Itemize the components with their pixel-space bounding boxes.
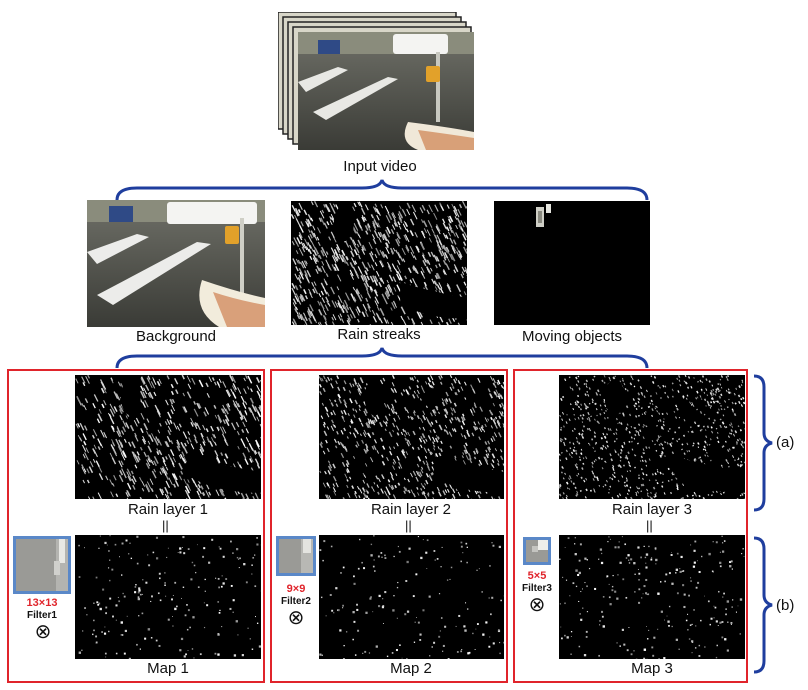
- equals-1: ||: [162, 518, 169, 533]
- input-video-label: Input video: [343, 158, 417, 175]
- map-3-label: Map 3: [631, 660, 673, 677]
- filter-2-size: 9×9: [286, 583, 306, 595]
- rain-layer-3-image: [559, 375, 745, 499]
- filter-3-name: Filter3: [521, 583, 552, 594]
- equals-3: ||: [646, 518, 653, 533]
- map-2-label: Map 2: [390, 660, 432, 677]
- filter-1-image: [13, 536, 71, 594]
- map-3-image: [559, 535, 745, 659]
- layer-box-1: [7, 369, 265, 683]
- brace-middle: [115, 347, 649, 369]
- rain-streaks-label: Rain streaks: [337, 326, 421, 343]
- filter-3-image: [523, 537, 551, 565]
- input-video-stack: [278, 12, 478, 157]
- moving-objects-image: [494, 201, 650, 325]
- rain-streaks-image: [291, 201, 467, 325]
- label-b: (b): [776, 597, 795, 614]
- filter-3-size: 5×5: [527, 570, 547, 582]
- input-frame: [298, 32, 474, 150]
- equals-2: ||: [405, 518, 412, 533]
- convolution-symbol-3: ⊗: [528, 594, 546, 616]
- brace-a: [753, 374, 773, 512]
- map-1-label: Map 1: [147, 660, 189, 677]
- rain-layer-1-image: [75, 375, 261, 499]
- brace-top: [115, 179, 649, 201]
- rain-layer-1-label: Rain layer 1: [127, 501, 209, 518]
- background-image: [87, 200, 265, 327]
- layer-box-3: [513, 369, 748, 683]
- layer-box-2: [270, 369, 508, 683]
- convolution-symbol-2: ⊗: [287, 607, 305, 629]
- map-2-image: [319, 535, 504, 659]
- filter-2-name: Filter2: [280, 596, 311, 607]
- background-label: Background: [135, 328, 217, 345]
- brace-b: [753, 536, 773, 674]
- rain-layer-2-label: Rain layer 2: [370, 501, 452, 518]
- filter-2-image: [276, 536, 316, 576]
- filter-1-name: Filter1: [26, 610, 57, 621]
- convolution-symbol-1: ⊗: [34, 621, 52, 643]
- map-1-image: [75, 535, 261, 659]
- rain-layer-2-image: [319, 375, 504, 499]
- rain-layer-3-label: Rain layer 3: [611, 501, 693, 518]
- filter-1-size: 13×13: [26, 597, 58, 609]
- moving-objects-label: Moving objects: [521, 328, 623, 345]
- label-a: (a): [776, 434, 795, 451]
